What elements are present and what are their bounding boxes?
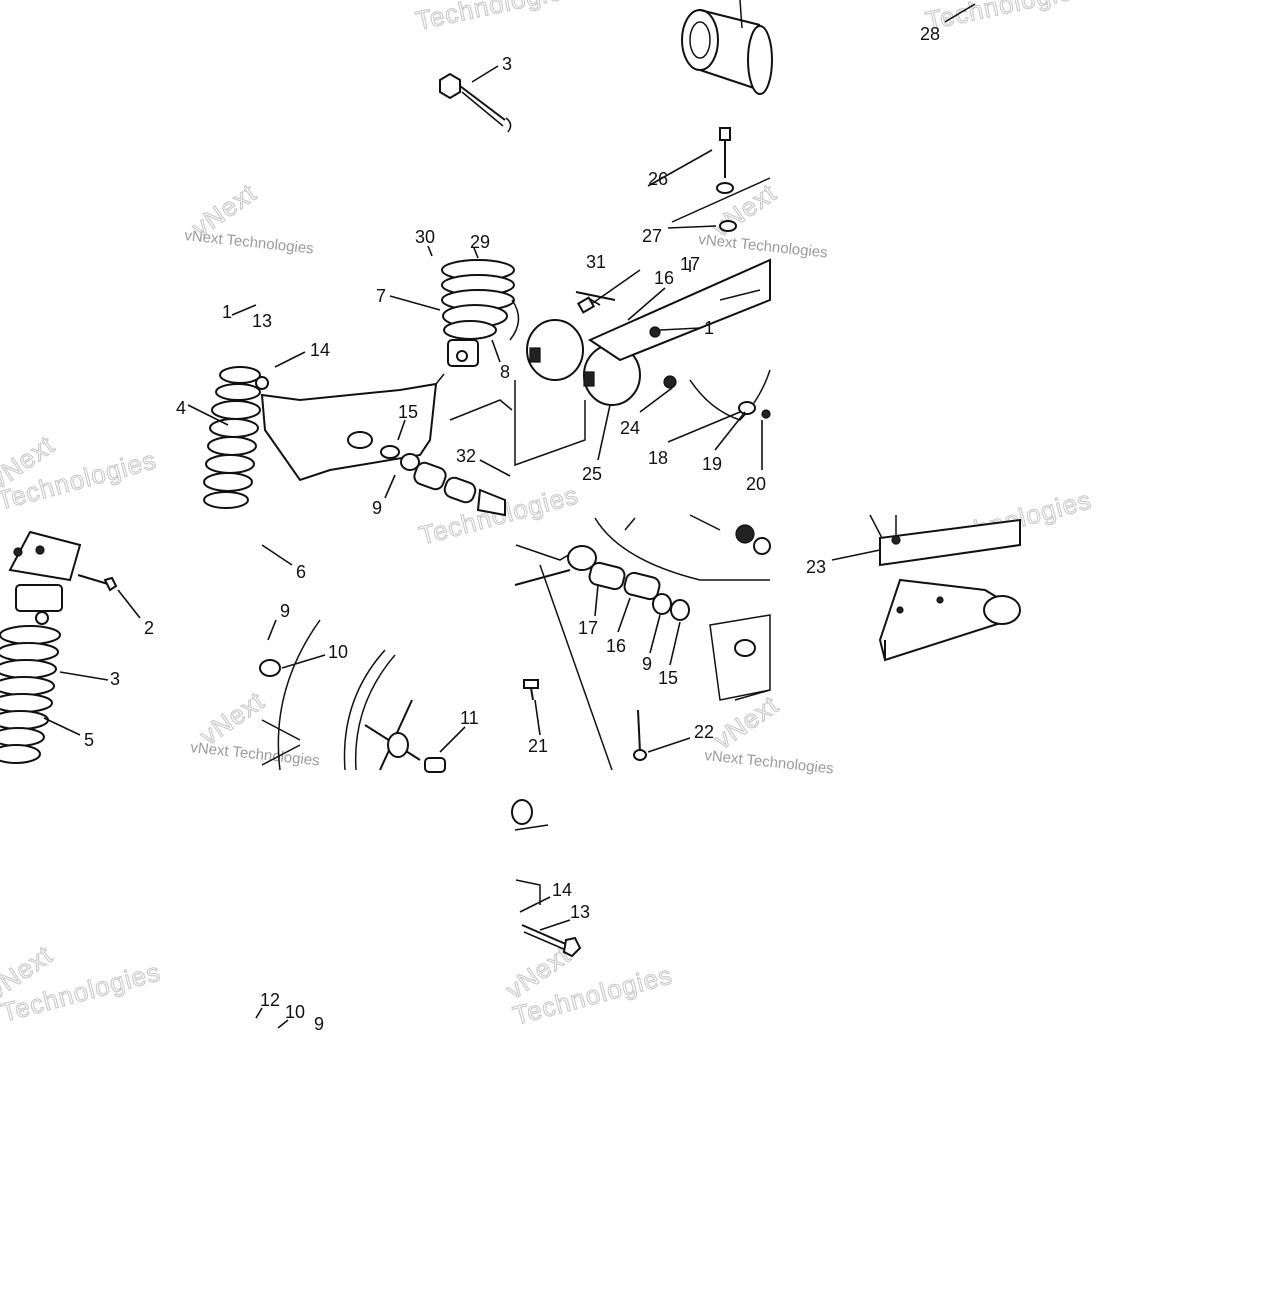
shield-plate bbox=[260, 373, 513, 517]
callout-label: 10 bbox=[328, 642, 348, 662]
callout-label: 10 bbox=[285, 1002, 305, 1022]
callout-label: 4 bbox=[176, 398, 186, 418]
callout-label: 29 bbox=[470, 232, 490, 252]
bolt-13-low bbox=[511, 799, 582, 958]
bracket-23 bbox=[869, 514, 1021, 662]
callout-label: 9 bbox=[642, 654, 652, 674]
callout-label: 19 bbox=[702, 454, 722, 474]
callout-label: 32 bbox=[456, 446, 476, 466]
callout-label: 7 bbox=[376, 286, 386, 306]
callout-label: 15 bbox=[658, 668, 678, 688]
watermark-text: Technologies bbox=[923, 0, 1089, 36]
callout-label: 15 bbox=[398, 402, 418, 422]
bolt-top bbox=[439, 72, 512, 133]
callout-label: 13 bbox=[252, 311, 272, 331]
callout-label: 2 bbox=[144, 618, 154, 638]
callout-label: 30 bbox=[415, 227, 435, 247]
callout-label: 12 bbox=[260, 990, 280, 1010]
callout-label: 13 bbox=[570, 902, 590, 922]
callout-label: 8 bbox=[500, 362, 510, 382]
callout-label: 16 bbox=[606, 636, 626, 656]
axle-tube bbox=[681, 0, 773, 95]
callout-label: 3 bbox=[502, 54, 512, 74]
callout-label: 28 bbox=[920, 24, 940, 44]
callout-label: 21 bbox=[528, 736, 548, 756]
callout-label: 27 bbox=[642, 226, 662, 246]
callout-label: 9 bbox=[314, 1014, 324, 1034]
callout-label: 17 bbox=[680, 254, 700, 274]
callout-label: 9 bbox=[372, 498, 382, 518]
callout-label: 9 bbox=[280, 601, 290, 621]
shock-upper bbox=[441, 259, 520, 367]
callout-label: 14 bbox=[310, 340, 330, 360]
callout-label: 5 bbox=[84, 730, 94, 750]
callout-label: 1 bbox=[222, 302, 232, 322]
shock-left bbox=[203, 366, 269, 509]
callout-label: 3 bbox=[110, 669, 120, 689]
watermark-text: vNext bbox=[194, 685, 270, 751]
callout-label: 26 bbox=[648, 169, 668, 189]
idler-wheel bbox=[259, 619, 446, 773]
callout-label: 1 bbox=[704, 318, 714, 338]
shock-lower-left bbox=[0, 530, 118, 764]
watermark-text: Technologies bbox=[416, 479, 582, 550]
watermark-text: Technologies bbox=[413, 0, 579, 36]
callout-label: 16 bbox=[654, 268, 674, 288]
leader-lines bbox=[43, 65, 881, 1029]
callout-label: 11 bbox=[460, 708, 479, 728]
bolt-26 bbox=[671, 127, 771, 232]
parts-drawing bbox=[0, 0, 1021, 958]
callout-label: 6 bbox=[296, 562, 306, 582]
callout-label: 25 bbox=[582, 464, 602, 484]
swing-arm-lower bbox=[514, 514, 771, 771]
callout-label: 17 bbox=[578, 618, 598, 638]
callout-label: 14 bbox=[552, 880, 572, 900]
callout-label: 31 bbox=[586, 252, 606, 272]
callout-label: 24 bbox=[620, 418, 640, 438]
callout-layer: 3 28 26 27 30 29 7 31 16 17 1 1 13 14 8 … bbox=[84, 24, 940, 1034]
rail-clamps bbox=[514, 258, 771, 467]
callout-label: 23 bbox=[806, 557, 826, 577]
missing-tiles bbox=[0, 0, 256, 256]
callout-label: 18 bbox=[648, 448, 668, 468]
callout-label: 22 bbox=[694, 722, 714, 742]
callout-label: 20 bbox=[746, 474, 766, 494]
